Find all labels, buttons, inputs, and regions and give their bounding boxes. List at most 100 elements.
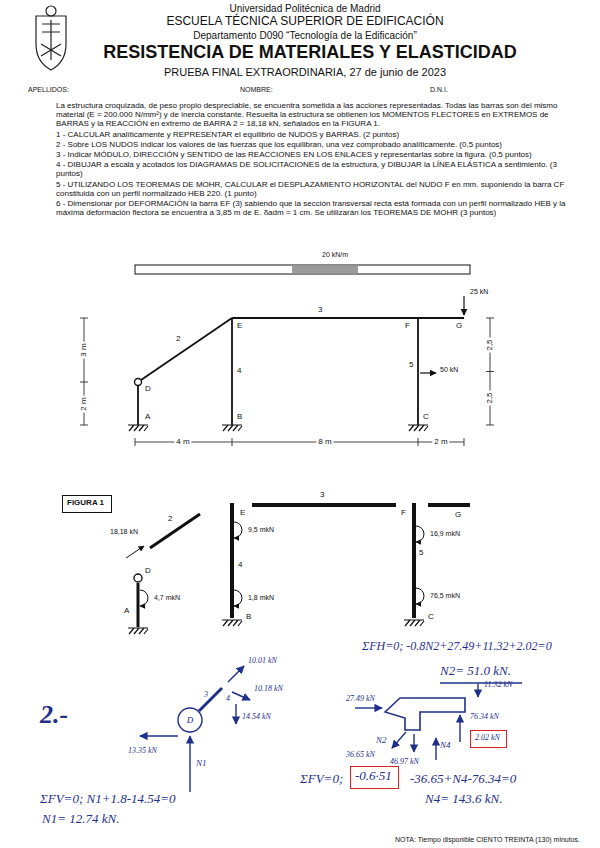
equation: N2= 51.0 kN.	[440, 664, 511, 679]
node-letter: A	[145, 412, 150, 421]
bar-number: 3	[318, 305, 322, 314]
force-label: N1	[196, 758, 207, 768]
hinge-symbol	[135, 379, 142, 386]
handwritten-sketch	[228, 666, 244, 682]
frame-bars	[141, 318, 232, 380]
equation: ΣFH=0; -0.8N2+27.49+11.32+2.02=0	[362, 640, 552, 654]
question-text: 6 - Dimensionar por DEFORMACIÓN la barra…	[56, 199, 566, 217]
bar-number: 2	[176, 334, 180, 343]
moment-label: 16,9 mkN	[430, 530, 460, 538]
handwritten-sketch	[355, 707, 382, 708]
force-label: N4	[440, 740, 451, 750]
dimension-label: 4 m	[174, 437, 191, 446]
form-field: APELLIDOS:	[28, 86, 69, 94]
question-text: 5 - UTILIZANDO LOS TEOREMAS DE MOHR, CAL…	[56, 180, 566, 198]
handwritten-sketch	[140, 666, 522, 792]
dimension-line	[80, 318, 88, 425]
reaction-arrow	[126, 546, 144, 558]
node-letter: G	[455, 510, 461, 519]
exam-title: RESISTENCIA DE MATERIALES Y ELASTICIDAD	[103, 42, 516, 63]
free-body-members	[412, 503, 416, 618]
node-letter: G	[456, 321, 462, 330]
reaction-arrow	[126, 546, 144, 558]
dimension-label: 8 m	[316, 437, 333, 446]
handwritten-sketch	[199, 688, 222, 711]
handwritten-sketch	[477, 684, 478, 697]
force-label: 46.97 kN	[390, 757, 419, 766]
frame-bars	[232, 317, 464, 319]
force-label: 18,18 kN	[110, 528, 138, 536]
answer-box: 2.02 kN	[470, 730, 507, 748]
handwritten-sketch	[189, 736, 190, 792]
frame-bars	[138, 318, 464, 425]
bar-number: 5	[409, 360, 413, 369]
moment-arrow	[416, 588, 424, 604]
force-label: N2	[376, 735, 387, 745]
question-text: 1 - CALCULAR analíticamente y REPRESENTA…	[56, 130, 566, 139]
node-letter: D	[187, 715, 194, 725]
moment-arrow	[140, 590, 148, 606]
free-body-members	[150, 514, 200, 548]
handwritten-sketch	[235, 704, 236, 724]
free-body-members	[138, 503, 470, 627]
bar-number: 3	[320, 490, 324, 499]
frame-bars	[137, 386, 139, 425]
dimension-label: 3 m	[79, 341, 88, 358]
load-band	[135, 265, 470, 274]
moment-arrow	[234, 522, 242, 538]
dimension-label: 2,5	[485, 337, 494, 352]
load-band	[292, 266, 358, 274]
fixed-support	[128, 628, 148, 634]
fixed-support	[408, 425, 428, 431]
handwritten-sketch	[232, 692, 250, 700]
moment-arrow	[140, 522, 424, 606]
hinge-symbol	[135, 379, 142, 386]
node-letter: E	[240, 508, 245, 517]
instruction-text: La estructura croquizada, de peso propio…	[56, 101, 566, 129]
node-letter: C	[423, 412, 429, 421]
node-letter: B	[246, 612, 251, 621]
node-letter: E	[237, 321, 242, 330]
answer-box: -0.6·51	[350, 766, 399, 789]
node-letter: F	[405, 321, 410, 330]
bar-number: 5	[419, 548, 423, 557]
box-text: 2.02 kN	[475, 733, 502, 742]
handwritten-sketch	[140, 735, 178, 736]
dimension-line	[486, 318, 494, 425]
moment-label: 4,7 mkN	[154, 594, 180, 602]
equation: ΣFV=0; N1+1.8-14.54=0	[40, 792, 176, 807]
fixed-support	[222, 425, 242, 431]
node-letter: F	[401, 508, 406, 517]
free-body-members	[230, 503, 234, 618]
header-text: Universidad Politécnica de Madrid	[229, 3, 380, 15]
slope-number: 3	[204, 690, 208, 699]
frame-bars	[417, 318, 419, 425]
box-text: -0.6·51	[355, 769, 394, 784]
equation: N1= 12.74 kN.	[42, 812, 119, 827]
question-text: 4 - DIBUJAR a escala y acotados los DIAG…	[56, 160, 566, 178]
moment-arrow	[416, 526, 424, 542]
equation: N4= 143.6 kN.	[425, 792, 502, 807]
load-arrow	[420, 296, 464, 373]
box-text: FIGURA 1	[67, 498, 107, 507]
university-crest	[36, 16, 66, 70]
dimension-label: 2 m	[79, 395, 88, 412]
load-label: 20 kN/m	[322, 251, 348, 259]
handwritten-sketch	[459, 715, 460, 742]
header-text: ESCUELA TÉCNICA SUPERIOR DE EDIFICACIÓN	[166, 15, 443, 29]
question-number: 2.-	[40, 700, 68, 730]
load-arrow	[463, 296, 464, 315]
moment-arrow	[234, 590, 242, 606]
node-letter: D	[145, 384, 151, 393]
equation: ΣFV=0;	[300, 772, 343, 787]
force-label: 11.32 kN	[484, 680, 512, 689]
form-field: D.N.I.	[430, 86, 448, 94]
university-crest	[46, 6, 56, 16]
bar-number: 2	[168, 514, 172, 523]
question-text: 2 - Sobre LOS NUDOS indicar los valores …	[56, 140, 566, 149]
free-body-members	[252, 503, 396, 507]
moment-label: 9,5 mkN	[248, 526, 274, 534]
dimension-line	[80, 318, 494, 446]
header-text: PRUEBA FINAL EXTRAORDINARIA, 27 de junio…	[164, 66, 446, 79]
force-label: 10.01 kN	[248, 656, 277, 665]
